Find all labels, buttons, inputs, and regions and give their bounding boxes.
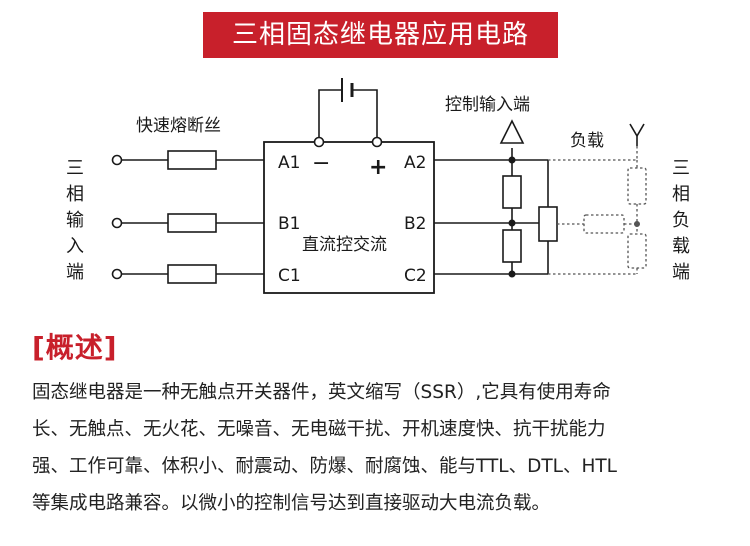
fuse-a bbox=[167, 150, 217, 170]
fuse-label: 快速熔断丝 bbox=[136, 116, 221, 136]
control-input-label: 控制输入端 bbox=[445, 95, 530, 115]
load-side-label: 三 相 负 载 端 bbox=[672, 158, 690, 283]
terminal-a1-label: A1 bbox=[278, 153, 300, 173]
overview-line: 等集成电路兼容。以微小的控制信号达到直接驱动大电流负载。 bbox=[32, 493, 551, 514]
output-resistors bbox=[502, 175, 558, 263]
resistor-upper bbox=[502, 175, 522, 209]
svg-text:负: 负 bbox=[672, 210, 690, 231]
svg-text:相: 相 bbox=[672, 184, 690, 205]
ssr-application-circuit-diagram: 三 相 输 入 端 快速熔断丝 A1 B1 C1 A2 B2 C2 直流控交流 … bbox=[66, 78, 690, 294]
output-wires bbox=[434, 148, 549, 275]
overview-body: 固态继电器是一种无触点开关器件，英文缩写（SSR）,它具有使用寿命 长、无触点、… bbox=[32, 374, 726, 522]
junction-dots bbox=[508, 156, 516, 278]
load-y-icon bbox=[629, 123, 645, 146]
input-side-label: 三 相 输 入 端 bbox=[66, 158, 84, 283]
dc-source bbox=[318, 78, 378, 137]
load-resistor-b bbox=[583, 214, 625, 234]
resistor-middle bbox=[538, 206, 558, 242]
svg-text:端: 端 bbox=[672, 262, 690, 283]
control-terminal-minus bbox=[313, 136, 325, 148]
terminal-b2-label: B2 bbox=[404, 214, 426, 234]
terminal-b1-label: B1 bbox=[278, 214, 300, 234]
svg-text:载: 载 bbox=[672, 236, 690, 257]
overview-line: 固态继电器是一种无触点开关器件，英文缩写（SSR）,它具有使用寿命 bbox=[32, 382, 611, 403]
svg-text:入: 入 bbox=[66, 236, 84, 257]
load-star-point bbox=[634, 221, 640, 227]
load-resistor-c bbox=[627, 233, 647, 269]
overview-heading: [概述] bbox=[32, 331, 118, 364]
input-terminals bbox=[111, 154, 123, 280]
ssr-box bbox=[263, 141, 435, 294]
control-input-triangle-icon bbox=[499, 119, 525, 144]
plus-sign: + bbox=[369, 155, 387, 180]
overview-line: 长、无触点、无火花、无噪音、无电磁干扰、开机速度快、抗干扰能力 bbox=[32, 419, 606, 440]
minus-sign: − bbox=[312, 151, 330, 176]
input-terminal-b bbox=[111, 217, 123, 229]
resistor-lower bbox=[502, 229, 522, 263]
control-terminal-plus bbox=[371, 136, 383, 148]
terminal-a2-label: A2 bbox=[404, 153, 426, 173]
svg-text:三: 三 bbox=[66, 158, 84, 179]
fuse-b bbox=[167, 213, 217, 233]
load-network bbox=[548, 146, 647, 275]
page-title-banner: 三相固态继电器应用电路 bbox=[203, 12, 558, 58]
terminal-c2-label: C2 bbox=[404, 266, 427, 286]
fuse-c bbox=[167, 264, 217, 284]
svg-text:相: 相 bbox=[66, 184, 84, 205]
svg-text:输: 输 bbox=[66, 210, 84, 231]
svg-text:三: 三 bbox=[672, 158, 690, 179]
fuses bbox=[167, 150, 217, 284]
load-resistor-a bbox=[627, 167, 647, 205]
ssr-inner-label: 直流控交流 bbox=[302, 235, 387, 255]
svg-text:端: 端 bbox=[66, 262, 84, 283]
input-terminal-a bbox=[111, 154, 123, 166]
input-terminal-c bbox=[111, 268, 123, 280]
terminal-c1-label: C1 bbox=[278, 266, 301, 286]
input-wires bbox=[122, 159, 264, 275]
overview-line: 强、工作可靠、体积小、耐震动、防爆、耐腐蚀、能与TTL、DTL、HTL bbox=[32, 456, 617, 477]
load-label: 负载 bbox=[570, 131, 604, 151]
control-terminals bbox=[313, 136, 383, 148]
